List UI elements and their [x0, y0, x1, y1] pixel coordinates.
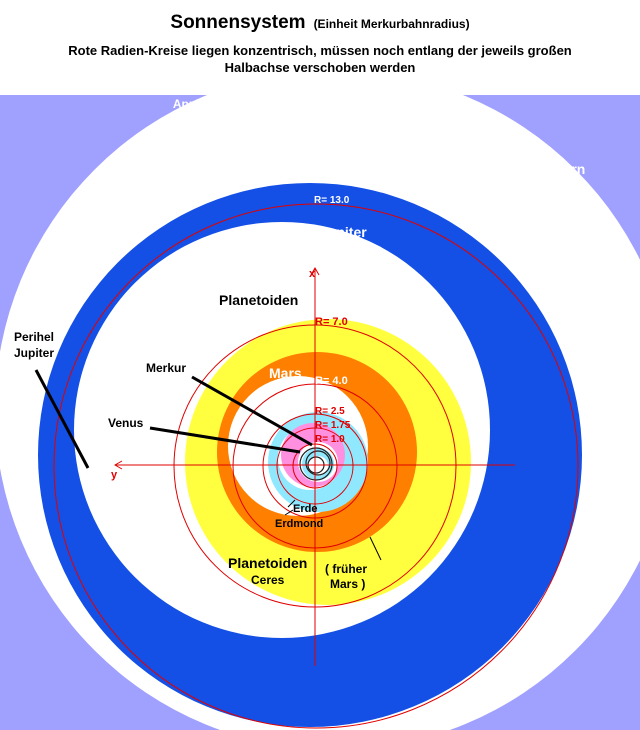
y-axis-arrow [310, 266, 320, 276]
label-saturn: Saturn [541, 161, 585, 177]
header: Sonnensystem (Einheit Merkurbahnradius) R… [0, 0, 640, 95]
axis-label-x: x [309, 268, 316, 280]
label-jupiter: Jupiter [320, 224, 367, 240]
title-text: Sonnensystem [170, 12, 306, 33]
page-title: Sonnensystem (Einheit Merkurbahnradius) [0, 12, 640, 34]
subtitle-line-2: Halbachse verschoben werden [224, 60, 416, 75]
label-mars: Mars [269, 365, 302, 381]
perihel-pointer [34, 369, 90, 469]
radius-label-7: R= 7.0 [315, 316, 348, 328]
erde-arrow [287, 499, 296, 508]
radius-label-13: R= 13.0 [314, 195, 350, 206]
label-frueher-mars-1: ( früher [325, 562, 367, 576]
label-merkur: Merkur [146, 361, 186, 375]
frueher-mars-arrow [369, 536, 382, 561]
radius-label-4: R= 4.0 [315, 375, 348, 387]
label-perihel: Perihel [14, 330, 54, 344]
small-arrows [284, 499, 382, 561]
label-venus: Venus [108, 416, 144, 430]
applet-url: Applet: www.torkado.de/app8/RaumwirbelP6… [173, 97, 467, 111]
label-planetoiden-bottom: Planetoiden [228, 555, 307, 571]
label-erdmond: Erdmond [275, 518, 323, 530]
subtitle-line-1: Rote Radien-Kreise liegen konzentrisch, … [68, 43, 572, 58]
label-perihel-jupiter: Jupiter [14, 346, 54, 360]
axis-label-y: y [111, 469, 118, 481]
unit-note: (Einheit Merkurbahnradius) [313, 17, 470, 31]
radius-label-2-5: R= 2.5 [315, 406, 345, 417]
axes [113, 266, 515, 666]
radius-label-1: R= 1.0 [315, 434, 345, 445]
pointer-lines [34, 369, 313, 469]
radius-label-1-75: R= 1.75 [315, 420, 351, 431]
venus-pointer [149, 426, 301, 454]
label-planetoiden-top: Planetoiden [219, 292, 298, 308]
label-erde: Erde [293, 503, 317, 515]
radius-circle-13 [53, 203, 579, 729]
merkur-pointer [191, 375, 313, 447]
subtitle: Rote Radien-Kreise liegen konzentrisch, … [20, 42, 620, 76]
x-axis-arrow [113, 460, 123, 470]
label-ceres: Ceres [251, 573, 285, 587]
label-frueher-mars-2: Mars ) [330, 577, 365, 591]
erdmond-arrow [284, 509, 294, 516]
